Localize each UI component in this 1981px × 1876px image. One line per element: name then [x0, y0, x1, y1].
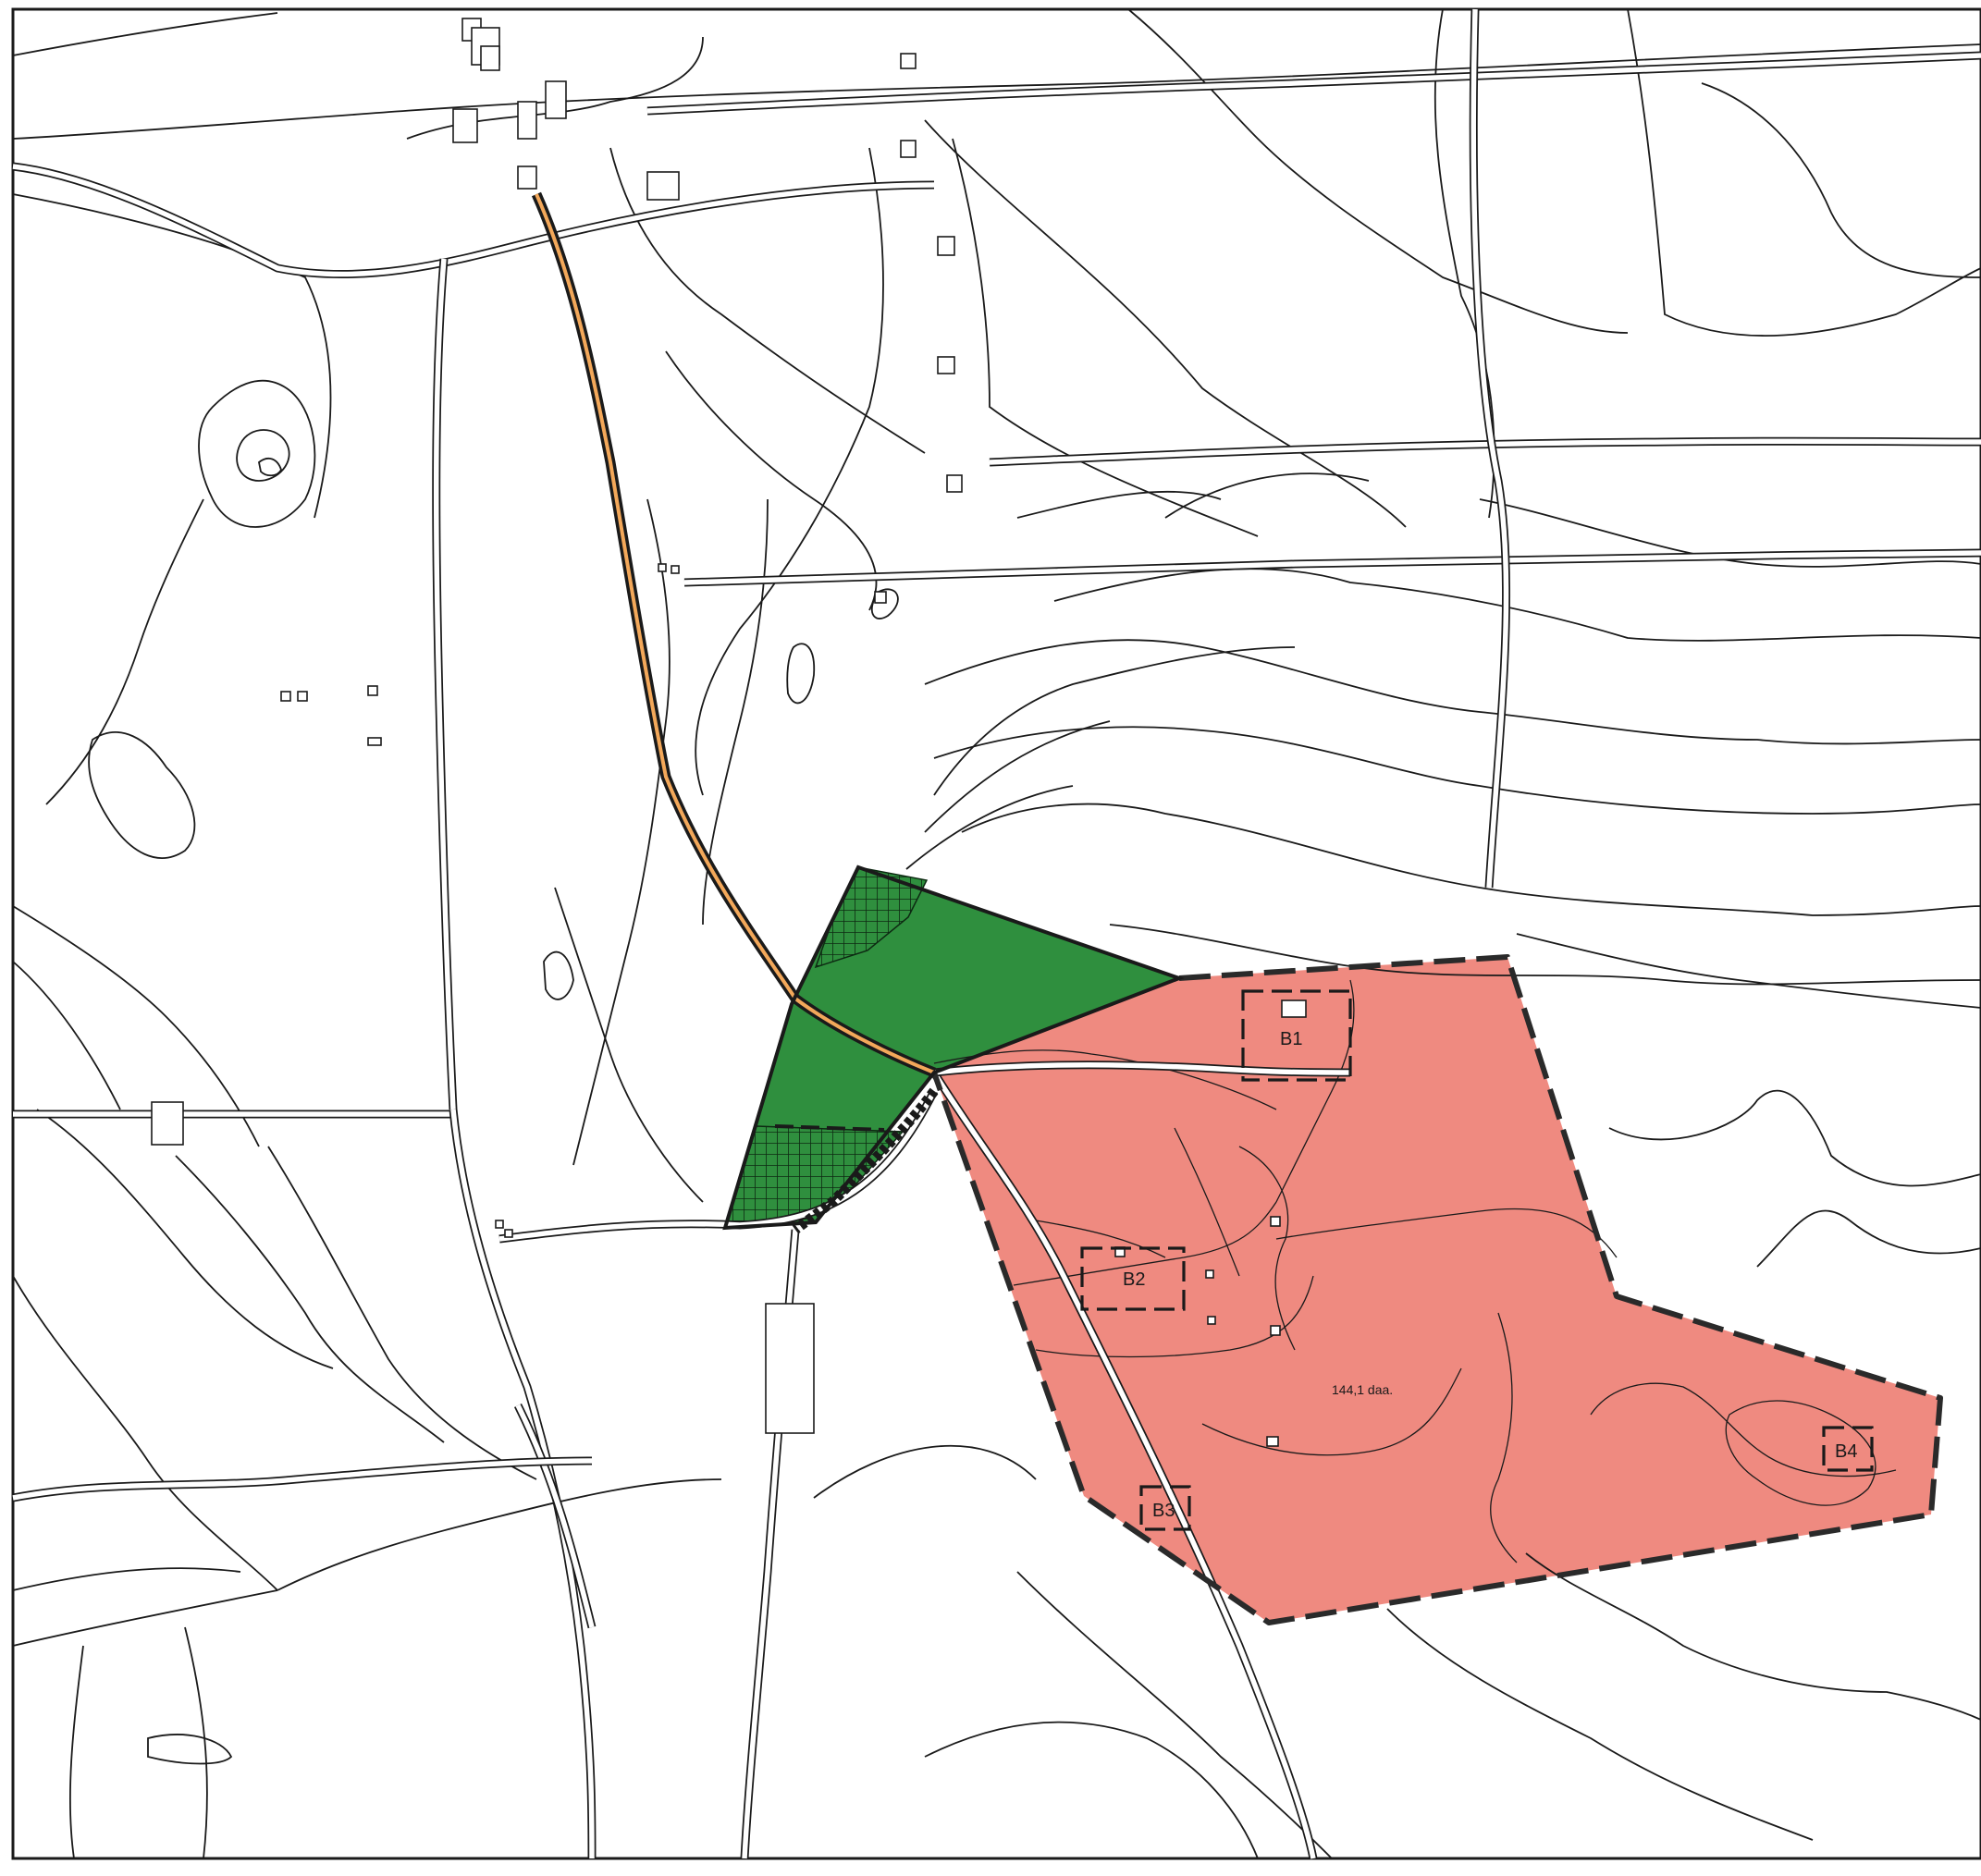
green-area-border: [722, 864, 1185, 1231]
site-b3-box: [1139, 1485, 1191, 1531]
development-area: [934, 957, 1940, 1623]
green-area-inner-boundary: [774, 1124, 885, 1132]
site-label-b4: B4: [1835, 1441, 1857, 1462]
site-boxes: [1080, 989, 1874, 1531]
contour-lines: [12, 8, 1981, 1859]
site-b4-box: [1822, 1426, 1874, 1472]
site-label-b2: B2: [1123, 1269, 1145, 1290]
area-size-label: 144,1 daa.: [1332, 1382, 1393, 1397]
buildings: [151, 18, 1307, 1447]
site-label-b1: B1: [1280, 1029, 1302, 1049]
development-area-border: [931, 954, 1943, 1625]
site-b1-box: [1241, 989, 1352, 1082]
site-b2-box: [1080, 1246, 1186, 1311]
site-label-b3: B3: [1152, 1501, 1175, 1521]
